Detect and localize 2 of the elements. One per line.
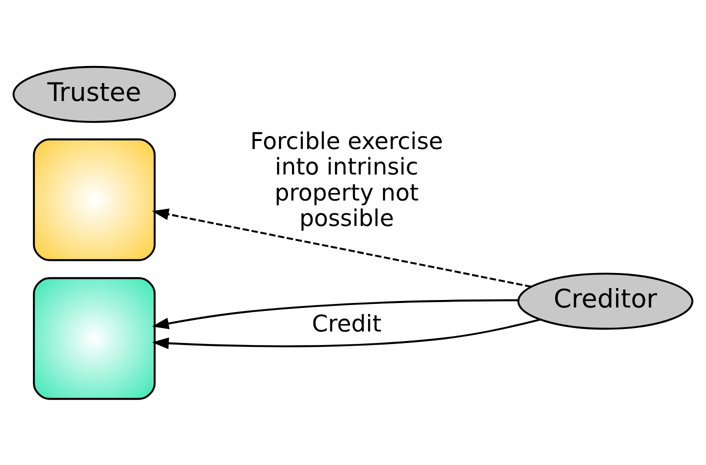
edge-label: Forcible exercise into intrinsic property not possible: [250, 128, 444, 232]
edge-label: Credit: [312, 310, 382, 337]
